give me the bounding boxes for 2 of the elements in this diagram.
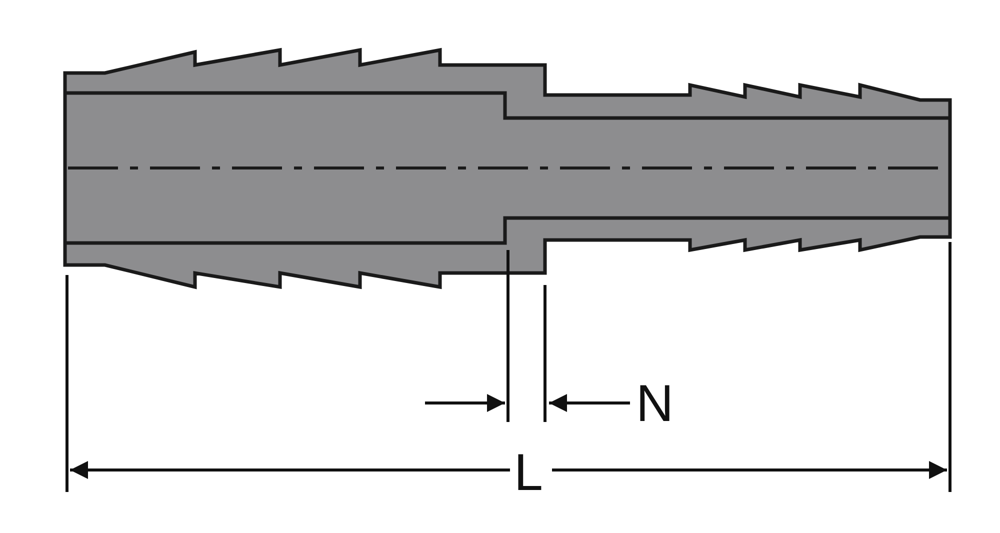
- dimension-label: N: [636, 378, 674, 430]
- dimension-label: L: [514, 447, 543, 499]
